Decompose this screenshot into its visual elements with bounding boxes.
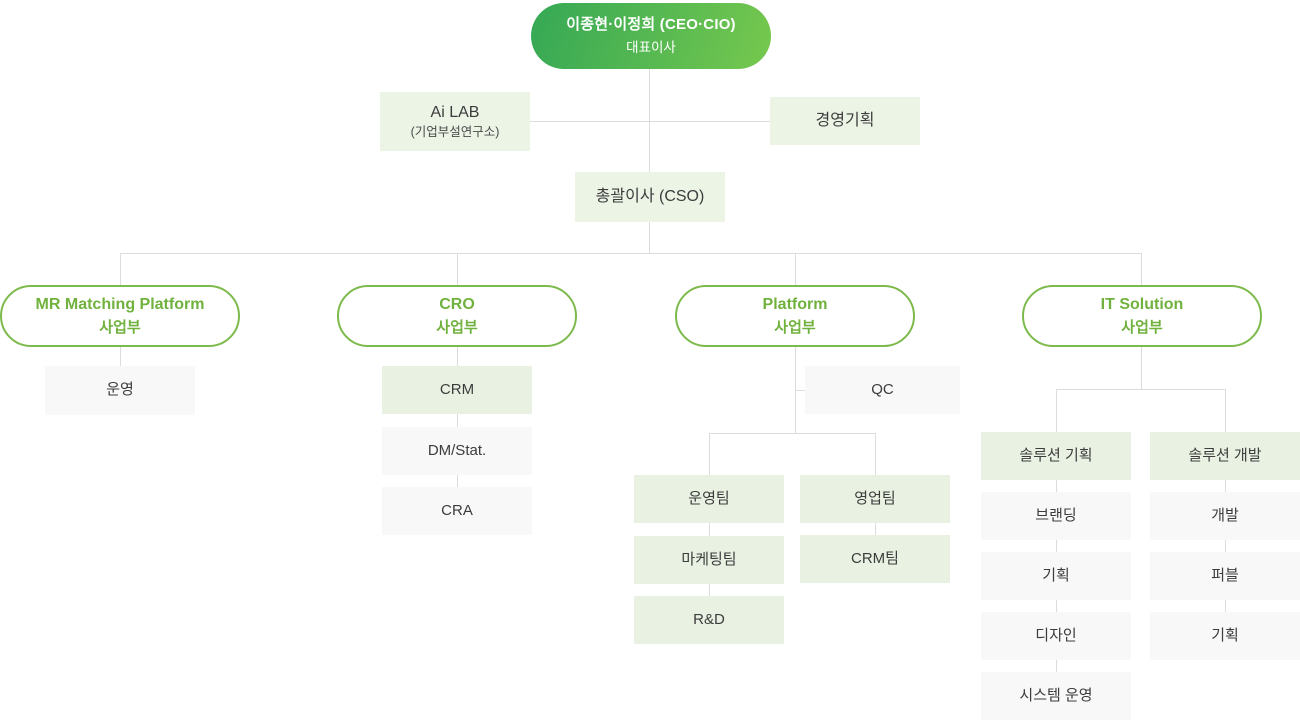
connector xyxy=(457,414,458,427)
connector xyxy=(120,347,121,366)
team-ops: 운영팀 xyxy=(634,475,784,523)
connector xyxy=(709,433,875,434)
team-crm-team: CRM팀 xyxy=(800,535,950,583)
connector xyxy=(875,523,876,535)
division-platform: Platform 사업부 xyxy=(675,285,915,347)
connector xyxy=(709,523,710,536)
connector xyxy=(1056,540,1057,552)
team-qc: QC xyxy=(805,366,960,414)
connector xyxy=(795,390,805,391)
team-publishing: 퍼블 xyxy=(1150,552,1300,600)
connector xyxy=(795,253,796,285)
management-planning-node: 경영기획 xyxy=(770,97,920,145)
division-subtitle: 사업부 xyxy=(436,318,478,336)
division-subtitle: 사업부 xyxy=(99,318,141,336)
team-cra: CRA xyxy=(382,487,532,535)
team-dm-stat: DM/Stat. xyxy=(382,427,532,475)
team-system-ops: 시스템 운영 xyxy=(981,672,1131,720)
team-sales: 영업팀 xyxy=(800,475,950,523)
connector xyxy=(1225,480,1226,492)
division-mr-matching-platform: MR Matching Platform 사업부 xyxy=(0,285,240,347)
connector xyxy=(1056,480,1057,492)
team-mr-ops: 운영 xyxy=(45,366,195,415)
connector xyxy=(875,433,876,475)
ceo-title: 이종현·이정희 (CEO·CIO) xyxy=(566,16,736,34)
ai-lab-subtitle: (기업부설연구소) xyxy=(410,125,500,140)
connector xyxy=(457,253,458,285)
division-title: MR Matching Platform xyxy=(35,296,205,314)
connector xyxy=(1056,600,1057,612)
connector xyxy=(1056,389,1057,432)
connector xyxy=(120,253,1142,254)
team-dev: 개발 xyxy=(1150,492,1300,540)
team-crm: CRM xyxy=(382,366,532,414)
connector xyxy=(1225,600,1226,612)
team-solution-planning: 솔루션 기획 xyxy=(981,432,1131,480)
team-planning-right: 기획 xyxy=(1150,612,1300,660)
connector xyxy=(457,347,458,366)
connector xyxy=(709,584,710,596)
team-design: 디자인 xyxy=(981,612,1131,660)
division-title: IT Solution xyxy=(1100,296,1184,314)
ai-lab-node: Ai LAB (기업부설연구소) xyxy=(380,92,530,151)
ceo-node: 이종현·이정희 (CEO·CIO) 대표이사 xyxy=(531,3,771,69)
connector xyxy=(1141,253,1142,285)
division-cro: CRO 사업부 xyxy=(337,285,577,347)
team-solution-dev: 솔루션 개발 xyxy=(1150,432,1300,480)
ceo-subtitle: 대표이사 xyxy=(626,39,676,55)
connector xyxy=(1056,389,1225,390)
connector xyxy=(709,433,710,475)
division-it-solution: IT Solution 사업부 xyxy=(1022,285,1262,347)
connector xyxy=(530,121,770,122)
connector xyxy=(120,253,121,285)
connector xyxy=(1225,540,1226,552)
connector xyxy=(1225,389,1226,432)
team-marketing: 마케팅팀 xyxy=(634,536,784,584)
division-subtitle: 사업부 xyxy=(1121,318,1163,336)
team-planning-left: 기획 xyxy=(981,552,1131,600)
division-title: Platform xyxy=(762,296,828,314)
connector xyxy=(1141,347,1142,389)
division-title: CRO xyxy=(439,296,475,314)
connector xyxy=(649,69,650,172)
connector xyxy=(457,475,458,487)
ai-lab-title: Ai LAB xyxy=(430,103,480,121)
team-branding: 브랜딩 xyxy=(981,492,1131,540)
division-subtitle: 사업부 xyxy=(774,318,816,336)
cso-node: 총괄이사 (CSO) xyxy=(575,172,725,222)
connector xyxy=(1056,660,1057,672)
team-rnd: R&D xyxy=(634,596,784,644)
connector xyxy=(649,222,650,253)
